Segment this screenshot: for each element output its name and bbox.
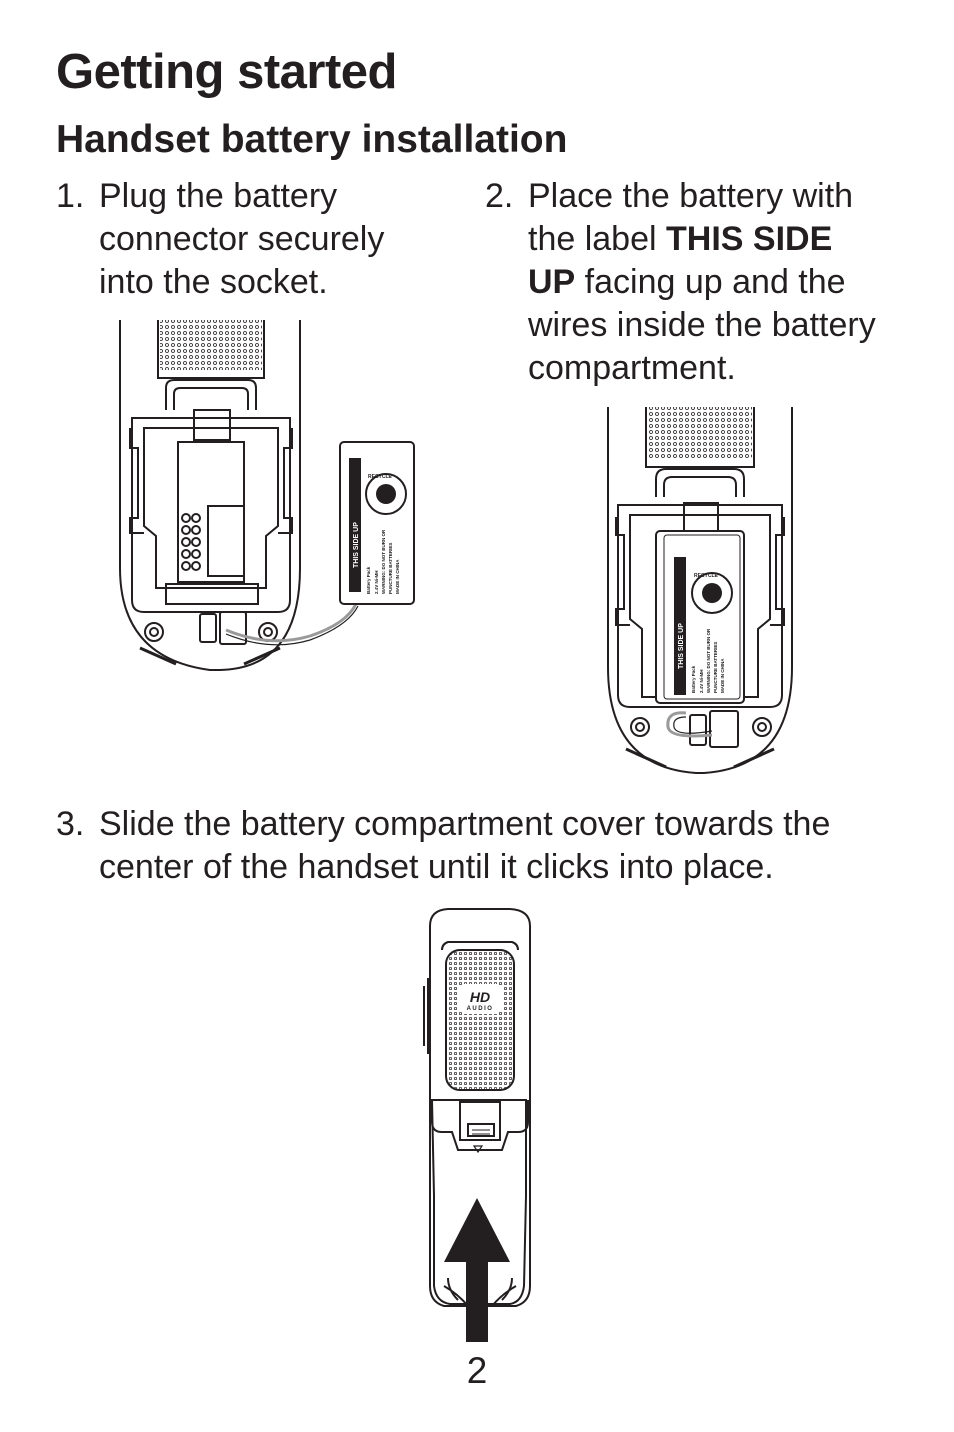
battery-label-pack: Battery Pack <box>366 566 371 594</box>
step-1-line: connector securely <box>99 220 385 258</box>
step-3-line: Slide the battery compartment cover towa… <box>99 805 831 843</box>
step-2-fragment: the label <box>528 220 666 258</box>
step-2-text: Place the battery with the label THIS SI… <box>528 175 876 390</box>
figure-cover-slide: HD AUDIO <box>423 908 531 1342</box>
step-2-line: the label THIS SIDE <box>528 218 876 261</box>
figure-battery-connector: THIS SIDE UP Battery Pack 2.4V Ni-MH WAR… <box>119 320 415 671</box>
hd-badge-text: HD <box>470 989 490 1005</box>
step-2-line: compartment. <box>528 349 736 387</box>
battery-label-warning: PUNCTURE BATTERIES <box>713 642 718 693</box>
battery-label-warning: WARNING: DO NOT BURN OR <box>381 529 386 594</box>
battery-label-warning: WARNING: DO NOT BURN OR <box>706 628 711 693</box>
battery-label-side: THIS SIDE UP <box>678 623 685 669</box>
hd-audio-badge: HD AUDIO <box>458 986 502 1012</box>
step-1-number: 1. <box>56 177 85 215</box>
slide-up-arrow <box>444 1198 510 1342</box>
step-1-text: Plug the battery connector securely into… <box>99 175 384 304</box>
step-3-text: Slide the battery compartment cover towa… <box>99 803 939 889</box>
battery-label-voltage: 2.4V Ni-MH <box>374 570 379 594</box>
battery-label-side: THIS SIDE UP <box>353 522 360 568</box>
label-emphasis: UP <box>528 263 576 301</box>
step-1-line: into the socket. <box>99 263 328 301</box>
page-number: 2 <box>466 1350 488 1391</box>
battery-label-voltage: 2.4V Ni-MH <box>699 669 704 693</box>
battery-label-warning: PUNCTURE BATTERIES <box>388 543 393 594</box>
step-2-fragment: facing up and the <box>575 263 846 301</box>
step-2-line: wires inside the battery <box>528 306 876 344</box>
recycle-seal-text: RECYCLE <box>368 474 393 480</box>
recycle-seal-text: RECYCLE <box>694 573 719 579</box>
audio-badge-text: AUDIO <box>467 1006 494 1012</box>
label-emphasis: THIS SIDE <box>666 220 833 258</box>
step-2-line: Place the battery with <box>528 177 854 215</box>
step-3-line: center of the handset until it clicks in… <box>99 848 774 886</box>
step-2-number: 2. <box>485 177 514 215</box>
step-2-line: UP facing up and the <box>528 261 876 304</box>
figure-battery-placed: THIS SIDE UP Battery Pack 2.4V Ni-MH WAR… <box>607 407 793 774</box>
step-3-number: 3. <box>56 805 85 843</box>
battery-label-pack: Battery Pack <box>691 665 696 693</box>
battery-label-origin: MADE IN CHINA <box>395 559 400 594</box>
step-1-line: Plug the battery <box>99 177 338 215</box>
battery-label-origin: MADE IN CHINA <box>720 658 725 693</box>
page-title: Getting started <box>56 45 397 99</box>
section-title: Handset battery installation <box>56 118 568 161</box>
